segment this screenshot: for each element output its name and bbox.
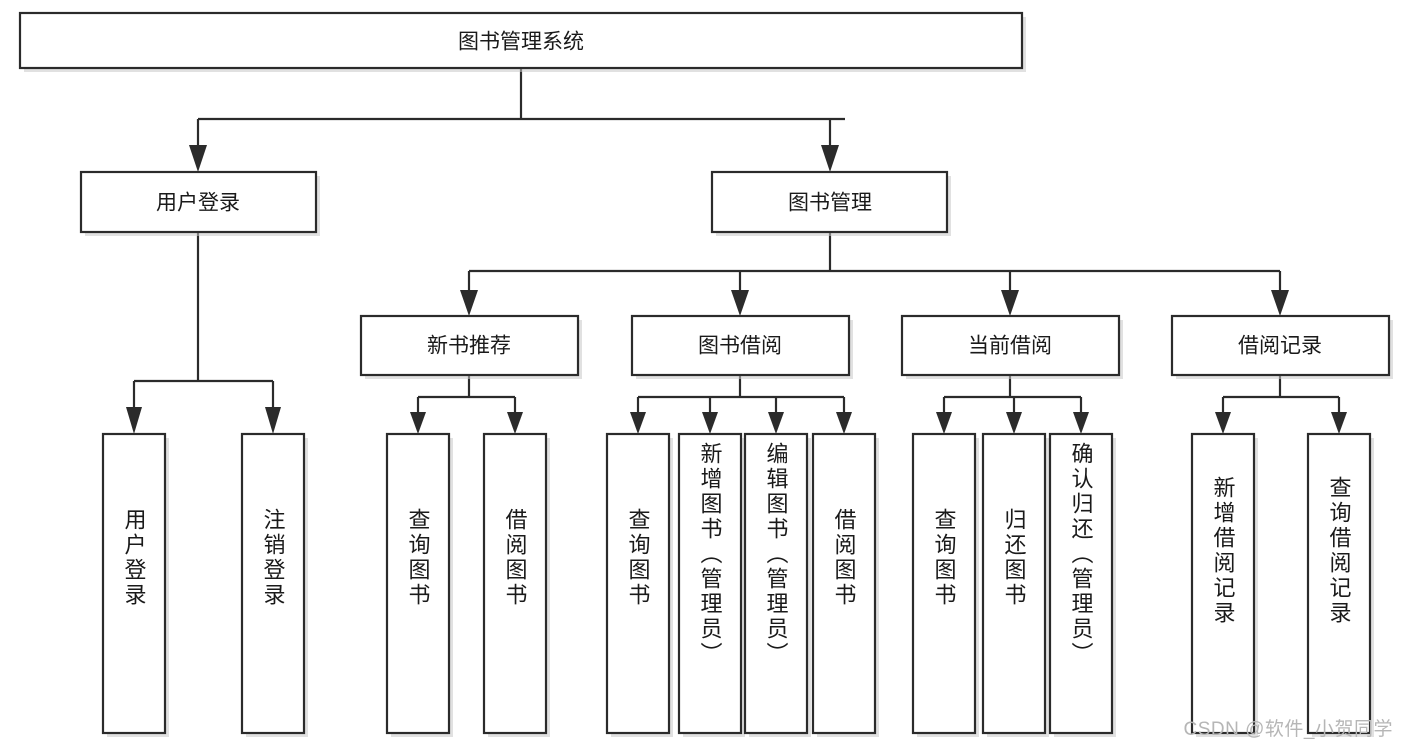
node-leaf-add-book[interactable] — [677, 432, 743, 735]
node-leaf-edit-book[interactable] — [743, 432, 809, 735]
arrow-head-leaf-logout — [265, 407, 281, 434]
node-leaf-borrow-book-2[interactable] — [811, 432, 877, 735]
label-root: 图书管理系统 — [458, 31, 584, 54]
node-user-login[interactable] — [79, 170, 318, 234]
node-leaf-confirm-return[interactable] — [1048, 432, 1114, 735]
label-book-manage: 图书管理 — [788, 192, 872, 215]
node-leaf-query-book-1[interactable] — [385, 432, 451, 735]
label-book-borrow: 图书借阅 — [698, 335, 782, 358]
connector-layer — [126, 68, 1347, 434]
arrow-head-leaf-add-book — [702, 412, 718, 434]
node-leaf-borrow-book-1[interactable] — [482, 432, 548, 735]
node-current-borrow[interactable] — [900, 314, 1121, 377]
arrow-head-leaf-borrow-book-1 — [507, 412, 523, 434]
node-leaf-return-book[interactable] — [981, 432, 1047, 735]
arrow-head-new-book-rec — [460, 290, 478, 316]
node-book-manage[interactable] — [710, 170, 949, 234]
node-root[interactable] — [18, 11, 1024, 70]
node-label-layer: 图书管理系统 用户登录 图书管理 新书推荐 图书借阅 当前借阅 借阅记录 — [156, 31, 1322, 358]
arrow-head-borrow-record — [1271, 290, 1289, 316]
node-leaf-logout[interactable] — [240, 432, 306, 735]
node-leaf-query-book-2[interactable] — [605, 432, 671, 735]
node-box-layer — [18, 11, 1391, 735]
label-borrow-record: 借阅记录 — [1238, 335, 1322, 358]
arrow-head-leaf-edit-book — [768, 412, 784, 434]
arrow-head-book-manage — [821, 145, 839, 172]
label-user-login: 用户登录 — [156, 192, 240, 215]
arrow-head-leaf-return-book — [1006, 412, 1022, 434]
arrow-head-leaf-borrow-book-2 — [836, 412, 852, 434]
arrow-head-user-login — [189, 145, 207, 172]
node-leaf-user-login[interactable] — [101, 432, 167, 735]
arrow-head-book-borrow — [731, 290, 749, 316]
node-borrow-record[interactable] — [1170, 314, 1391, 377]
arrow-head-current-borrow — [1001, 290, 1019, 316]
arrow-head-leaf-add-record — [1215, 412, 1231, 434]
node-leaf-query-record[interactable] — [1306, 432, 1372, 735]
arrow-head-leaf-query-book-3 — [936, 412, 952, 434]
csdn-watermark: CSDN @软件_小贺同学 — [1183, 719, 1393, 740]
node-leaf-query-book-3[interactable] — [911, 432, 977, 735]
label-new-book-rec: 新书推荐 — [427, 335, 511, 358]
label-current-borrow: 当前借阅 — [968, 335, 1052, 358]
arrow-head-leaf-query-book-1 — [410, 412, 426, 434]
arrow-head-leaf-confirm-return — [1073, 412, 1089, 434]
arrow-head-leaf-user-login — [126, 407, 142, 434]
arrow-head-leaf-query-book-2 — [630, 412, 646, 434]
node-new-book-rec[interactable] — [359, 314, 580, 377]
node-book-borrow[interactable] — [630, 314, 851, 377]
arrow-head-leaf-query-record — [1331, 412, 1347, 434]
node-leaf-add-record[interactable] — [1190, 432, 1256, 735]
